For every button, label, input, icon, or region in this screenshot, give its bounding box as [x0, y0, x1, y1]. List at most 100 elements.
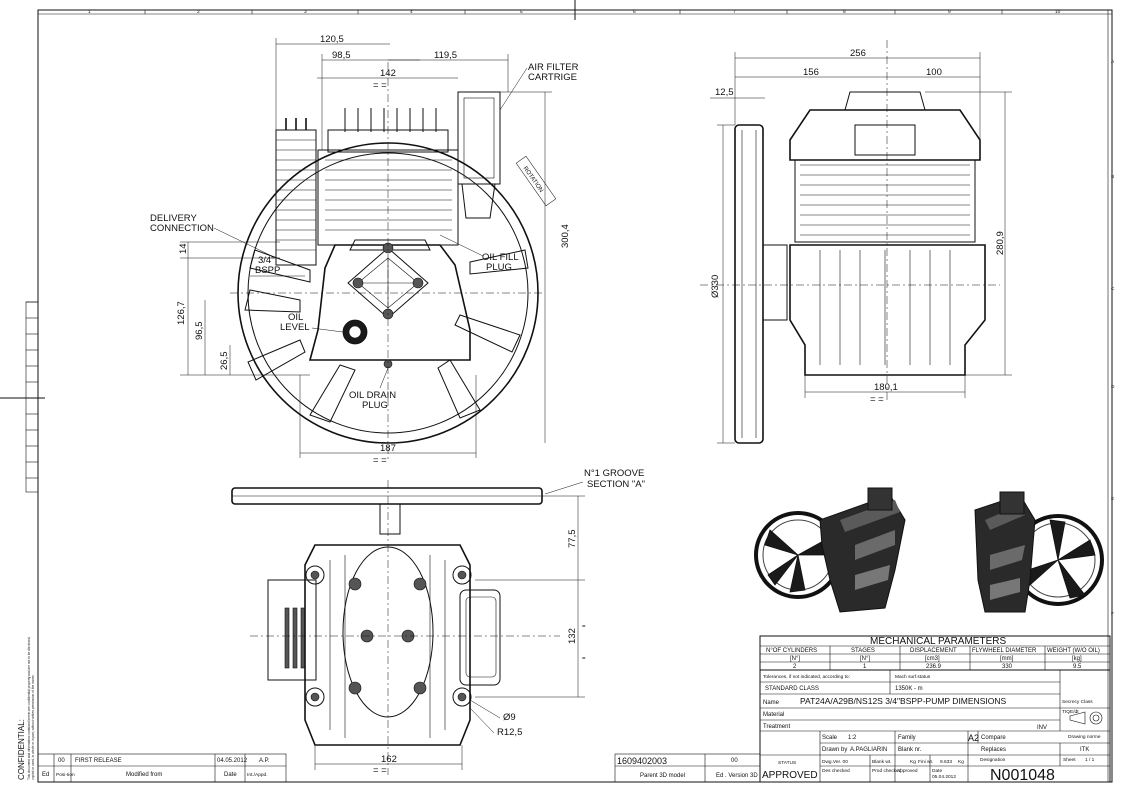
tb-sheet-value: 1 / 1: [1085, 757, 1095, 763]
tb-blank-wt-label: Blank wt.: [872, 759, 891, 765]
dim-77-5: 77,5: [567, 530, 578, 549]
dim-256: 256: [850, 48, 866, 59]
tb-drawing-norme-label: Drawing norme: [1068, 734, 1101, 740]
label-groove-1: N°1 GROOVE: [584, 468, 644, 479]
dim-162-eq: = =: [373, 765, 387, 776]
rev-appd: A.P.: [259, 758, 270, 764]
label-groove-2: SECTION "A": [587, 479, 645, 490]
grid-row-d: D: [1111, 384, 1115, 390]
side-view-dimensions: 256 156 100 12,5 Ø330 280,9 180,1 = =: [710, 48, 1012, 444]
mech-unit-cylinders: [N°]: [790, 656, 800, 662]
revision-block: 00 FIRST RELEASE 04.05.2012 A.P. Ed Posi…: [37, 753, 287, 783]
mechanical-parameters-table: MECHANICAL PARAMETERS N°OF CYLINDERS STA…: [759, 635, 1111, 671]
dim-98-5: 98,5: [332, 50, 351, 61]
grid-col-3: 3: [304, 9, 307, 15]
air-filter-cartridge: [457, 91, 501, 219]
rev-header-position: Posi-tion: [56, 772, 75, 778]
delivery-fin-stack: [275, 118, 317, 266]
title-block: Tolerances, if not indicated, according …: [759, 669, 1111, 784]
dim-300-4: 300,4: [560, 224, 571, 248]
tb-surface-label: Mach surf.status: [895, 674, 931, 680]
mech-header-cylinders: N°OF CYLINDERS: [766, 648, 817, 654]
top-view-dimensions: 77,5 132 = = Ø9 R12,5 162 = =: [314, 495, 586, 776]
tb-scale-label: Scale: [822, 735, 838, 741]
tb-material-label: Material: [763, 712, 784, 718]
tb-tolerances-label: Tolerances, if not indicated, according …: [763, 674, 850, 680]
rev-date: 04.05.2012: [217, 758, 248, 764]
tb-prod-checked: Prod checked: [872, 768, 902, 774]
mech-header-weight: WEIGHT (W/O OIL): [1047, 648, 1100, 654]
dim-26-5: 26,5: [219, 352, 230, 371]
tb-drawing-number: N001048: [990, 767, 1055, 784]
dim-r12-5: R12,5: [497, 727, 522, 738]
grid-col-6: 6: [633, 9, 636, 15]
model-block: 1609402003 00 Parent 3D model Ed . Versi…: [614, 753, 761, 783]
model-code: 1609402003: [617, 756, 667, 766]
sheet-frame: [0, 0, 1113, 783]
dim-187-eq: = =: [373, 455, 387, 466]
mech-value-cylinders: 2: [793, 664, 797, 670]
label-delivery-1: DELIVERY: [150, 213, 197, 224]
tb-designation-label: Designation: [980, 757, 1006, 763]
grid-col-8: 8: [843, 9, 846, 15]
label-oil-level-2: LEVEL: [280, 322, 310, 333]
top-view: 77,5 132 = = Ø9 R12,5 162 = = N°1 GROOVE…: [231, 468, 645, 776]
dim-119-5: 119,5: [434, 50, 457, 61]
dim-120-5: 120,5: [320, 34, 344, 45]
tb-drawn-value: A.PAGLIARIN: [850, 747, 887, 753]
dim-180-1: 180,1: [874, 382, 898, 393]
model-ed-version-label: Ed . Version 3D: [716, 773, 758, 779]
dim-132-eq-1: =: [582, 624, 586, 630]
tb-format-value: A2: [968, 733, 979, 743]
label-oil-fill-1: OIL FILL: [482, 252, 519, 263]
tb-kg-2: Kg: [958, 759, 964, 765]
dim-96-5: 96,5: [194, 322, 205, 341]
mech-value-stages: 1: [863, 664, 867, 670]
confidential-notice: CONFIDENTIAL: This document and informat…: [17, 637, 35, 780]
mech-value-weight: 9.5: [1073, 664, 1082, 670]
grid-col-4: 4: [410, 9, 413, 15]
tb-drawing-norme-value: ITK: [1080, 747, 1089, 753]
tb-kg-1: Kg: [910, 759, 916, 765]
top-view-bolts: [305, 565, 472, 707]
dim-187: 187: [380, 443, 396, 454]
dim-100: 100: [926, 67, 942, 78]
grid-col-5: 5: [520, 9, 523, 15]
side-view-fins: [794, 159, 976, 243]
label-air-filter-2: CARTRIGE: [528, 72, 577, 83]
label-oil-drain-2: PLUG: [362, 400, 388, 411]
tb-status-label: STATUS: [778, 760, 796, 766]
dim-142-eq: = =: [373, 80, 387, 91]
tb-scale-value: 1:2: [848, 735, 857, 741]
front-view: 120,5 98,5 119,5 142 = = 300,4 14 126,7 …: [150, 34, 579, 466]
dim-156: 156: [803, 67, 819, 78]
dim-d330: Ø330: [710, 275, 721, 298]
model-parent-label: Parent 3D model: [640, 773, 685, 779]
grid-row-c: C: [1111, 286, 1115, 292]
tb-standard-class: STANDARD CLASS: [765, 686, 819, 692]
tb-approved-small: Approved: [897, 768, 918, 774]
mech-value-displacement: 236.9: [926, 664, 942, 670]
grid-row-b: B: [1111, 174, 1114, 180]
front-view-callouts: AIR FILTER CARTRIGE ROTATION DELIVERY CO…: [150, 62, 579, 411]
mech-header-displacement: DISPLACEMENT: [910, 648, 957, 654]
confidential-title: CONFIDENTIAL:: [17, 719, 26, 780]
grid-col-2: 2: [197, 9, 200, 15]
tb-fini-value: 9.633: [940, 759, 952, 765]
front-view-dimensions: 120,5 98,5 119,5 142 = = 300,4 14 126,7 …: [176, 34, 571, 466]
label-oil-fill-2: PLUG: [486, 262, 512, 273]
rev-header-modified: Modified from: [126, 772, 162, 778]
tb-name-label: Name: [763, 700, 780, 706]
tb-dwg-ver: Dwg.Ver. 00: [822, 759, 848, 765]
grid-row-f: F: [1111, 611, 1114, 617]
grid-col-9: 9: [948, 9, 951, 15]
rev-header-date: Date: [224, 772, 237, 778]
mech-title: MECHANICAL PARAMETERS: [870, 636, 1006, 647]
label-oil-drain-1: OIL DRAIN: [349, 390, 396, 401]
mech-header-stages: STAGES: [851, 648, 875, 654]
tb-treatment-label: Treatment: [763, 724, 790, 730]
dim-12-5: 12,5: [715, 87, 734, 98]
label-air-filter-1: AIR FILTER: [528, 62, 579, 73]
mech-unit-flywheel: [mm]: [1000, 656, 1014, 662]
tb-drawn-label: Drawn by: [822, 747, 847, 753]
